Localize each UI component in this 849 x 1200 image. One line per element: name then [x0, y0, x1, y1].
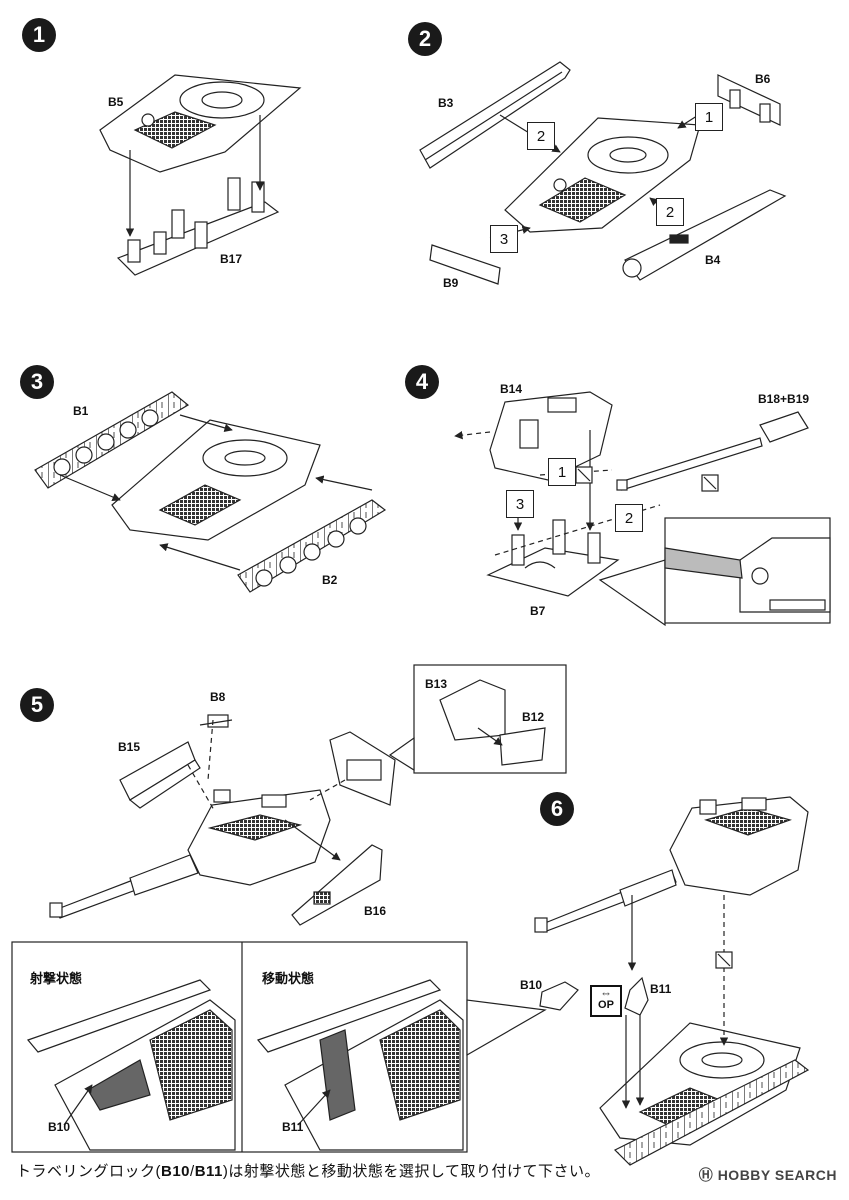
step3-track-b1: [34, 391, 190, 489]
part-label-b4: B4: [705, 253, 721, 267]
step4-detail-inset: [598, 517, 831, 627]
order-box-2: 2: [615, 504, 643, 532]
step6-turret-assembly: [669, 796, 809, 896]
detail-label-b11: B11: [282, 1120, 304, 1134]
step-number-5: 5: [20, 688, 54, 722]
step5-gun-barrel: [49, 854, 199, 919]
order-box-1: 1: [695, 103, 723, 131]
step5-turret-assembly: [187, 789, 331, 886]
step2-side-panel-b4: [622, 189, 787, 281]
step2-rear-plate-b6: [717, 74, 781, 126]
travel-mode-view: [256, 979, 464, 1151]
part-label-b18-b19: B18+B19: [758, 392, 810, 406]
instruction-caption: トラベリングロック(B10/B11)は射撃状態と移動状態を選択して取り付けて下さ…: [16, 1160, 600, 1181]
order-box-3: 3: [506, 490, 534, 518]
part-label-b15: B15: [118, 740, 141, 754]
part-label-b9: B9: [443, 276, 459, 290]
step1-hull-bottom-b17: [116, 177, 280, 276]
step6-hull-assembly: [599, 1022, 810, 1166]
caption-part-b11: B11: [194, 1163, 223, 1180]
order-box-3: 3: [490, 225, 518, 253]
caption-prefix: トラベリングロック(: [16, 1163, 161, 1180]
part-label-b1: B1: [73, 404, 89, 418]
step6-lock-b11: [624, 976, 649, 1016]
firing-mode-view: [26, 979, 236, 1151]
step6-gun-barrel: [534, 869, 677, 933]
caption-part-b10: B10: [161, 1163, 191, 1180]
step5-front-plate-b16: [291, 844, 383, 926]
option-arrows-icon: ⇔: [600, 986, 612, 1000]
part-label-b8: B8: [210, 690, 226, 704]
watermark-logo-icon: Ⓗ: [698, 1167, 714, 1183]
no-glue-mark: [575, 466, 733, 969]
step5-periscope-b8: [199, 714, 233, 728]
part-label-b7: B7: [530, 604, 546, 618]
step5-rear-bin: [329, 731, 396, 806]
step-number-1: 1: [22, 18, 56, 52]
option-parts-badge: ⇔ OP: [590, 985, 622, 1017]
part-label-b12: B12: [522, 710, 545, 724]
step6-lock-b10: [539, 981, 579, 1011]
caption-suffix: )は射撃状態と移動状態を選択して取り付けて下さい。: [222, 1163, 600, 1180]
step-number-2: 2: [408, 22, 442, 56]
step4-turret-base-b7: [486, 519, 620, 597]
step-number-6: 6: [540, 792, 574, 826]
part-label-b5: B5: [108, 95, 124, 109]
step4-turret-b14: [489, 391, 613, 481]
step4-gun-barrel-b18-b19: [616, 411, 809, 491]
travel-mode-label: 移動状態: [262, 971, 315, 986]
part-label-b6: B6: [755, 72, 771, 86]
step-number-3: 3: [20, 365, 54, 399]
part-label-b16: B16: [364, 904, 387, 918]
step2-side-panel-b3: [419, 61, 571, 169]
step2-front-plate-b9: [429, 244, 501, 285]
step3-track-b2: [237, 499, 387, 593]
step-number-4: 4: [405, 365, 439, 399]
part-label-b2: B2: [322, 573, 338, 587]
step5-side-plate-b15: [119, 741, 201, 809]
firing-mode-label: 射撃状態: [30, 971, 83, 986]
watermark-text: HOBBY SEARCH: [717, 1167, 837, 1183]
order-box-2: 2: [656, 198, 684, 226]
step5-detail-inset: [388, 664, 567, 774]
order-box-1: 1: [548, 458, 576, 486]
part-label-b3: B3: [438, 96, 454, 110]
caption-slash: /: [190, 1163, 195, 1180]
part-label-b11: B11: [650, 982, 672, 996]
order-box-2: 2: [527, 122, 555, 150]
step2-hull-assembly: [504, 117, 701, 233]
part-label-b10: B10: [520, 978, 543, 992]
detail-label-b10: B10: [48, 1120, 71, 1134]
watermark: Ⓗ HOBBY SEARCH: [699, 1165, 837, 1185]
part-label-b13: B13: [425, 677, 448, 691]
step3-hull-assembly: [111, 419, 321, 541]
step1-hull-top-b5: [99, 74, 302, 173]
part-label-b17: B17: [220, 252, 243, 266]
option-label: OP: [598, 999, 614, 1011]
part-label-b14: B14: [500, 382, 523, 396]
